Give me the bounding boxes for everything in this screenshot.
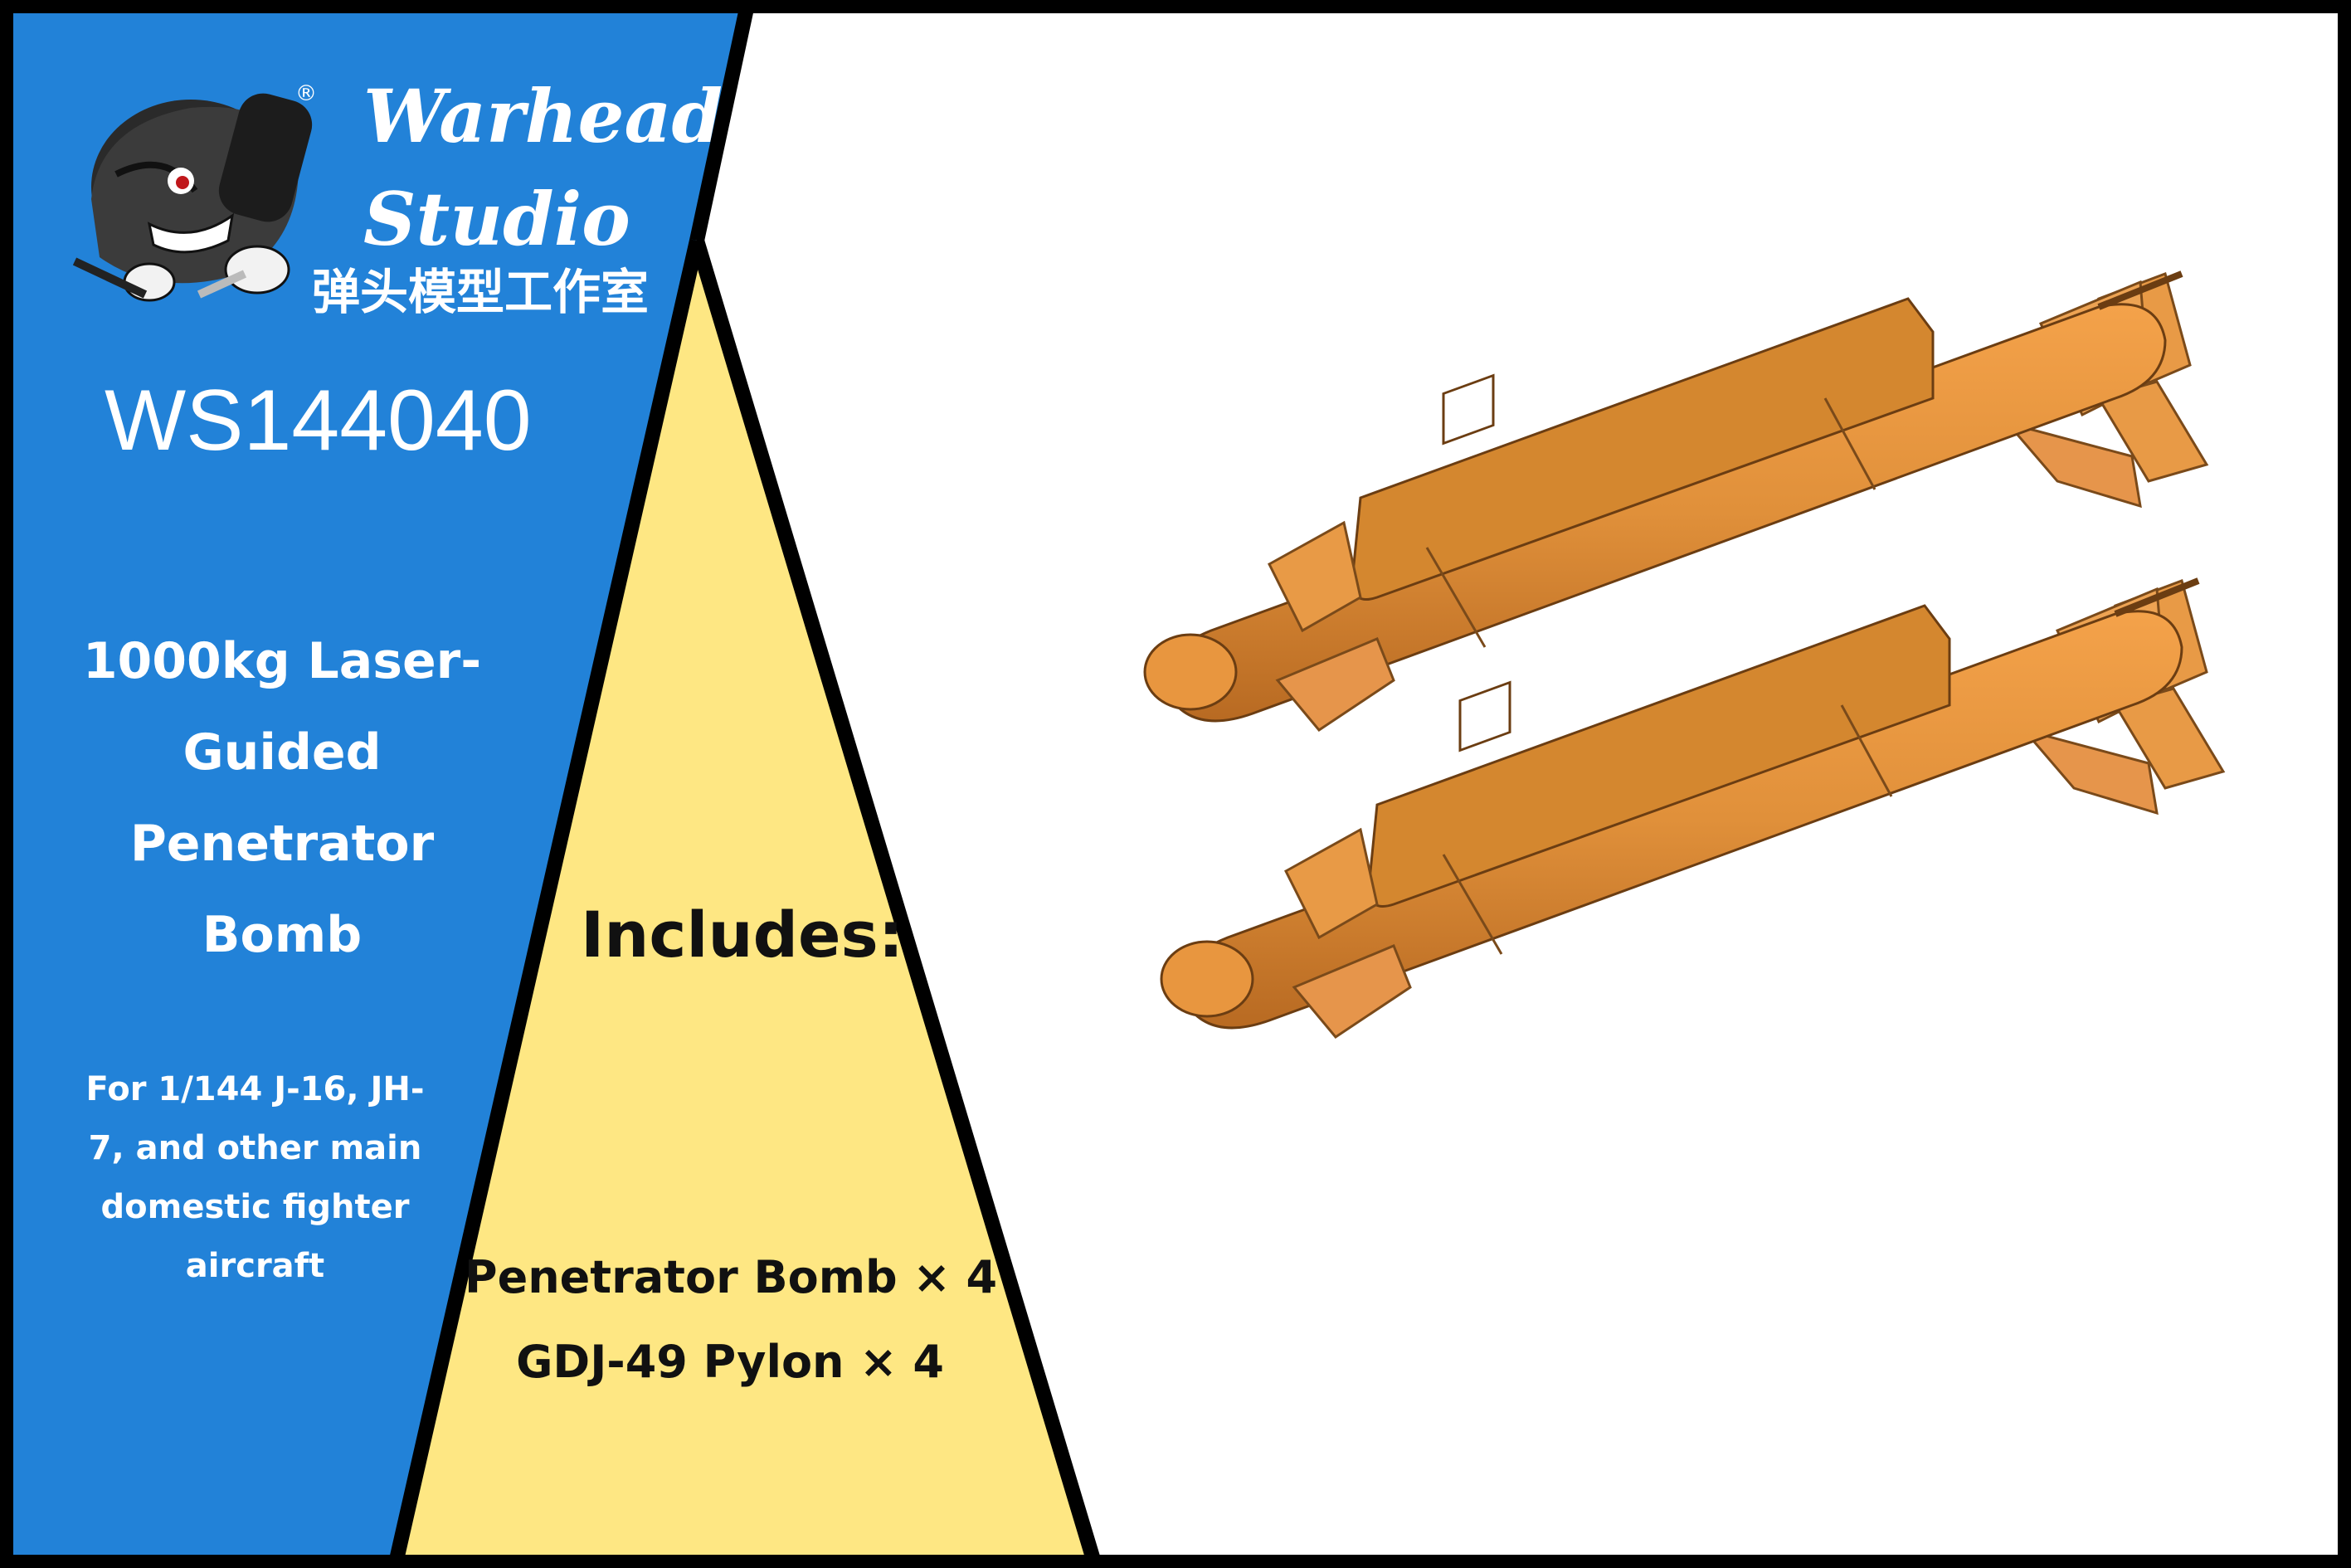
divider-top <box>689 7 754 242</box>
penetrator-bomb-render-icon <box>1112 249 2273 1244</box>
compat-line: domestic fighter <box>100 1188 410 1226</box>
brand-name-line2: Studio <box>363 176 630 262</box>
yellow-panel <box>395 251 1090 1555</box>
includes-item: Penetrator Bomb × 4 <box>465 1251 998 1303</box>
product-title: 1000kg Laser- Guided Penetrator Bomb <box>33 616 531 981</box>
compatibility-note: For 1/144 J-16, JH- 7, and other main do… <box>33 1060 477 1296</box>
title-line: Bomb <box>202 906 363 964</box>
compat-line: For 1/144 J-16, JH- <box>85 1070 425 1108</box>
includes-item: GDJ-49 Pylon × 4 <box>516 1336 944 1388</box>
compat-line: aircraft <box>185 1247 325 1285</box>
includes-heading: Includes: <box>581 898 904 971</box>
registered-mark: ® <box>295 81 317 106</box>
title-line: Guided <box>183 723 382 782</box>
blue-panel <box>13 13 740 1555</box>
brand-chinese-name: 弹头模型工作室 <box>312 264 650 320</box>
title-line: Penetrator <box>129 815 435 873</box>
divider-left <box>389 239 704 1561</box>
bomb-mascot-icon <box>72 93 313 302</box>
product-code: WS144040 <box>105 373 532 469</box>
compat-line: 7, and other main <box>88 1129 422 1167</box>
brand-name-line1: Warhead <box>363 73 723 159</box>
title-line: 1000kg Laser- <box>82 632 482 690</box>
divider-right <box>689 238 1101 1562</box>
